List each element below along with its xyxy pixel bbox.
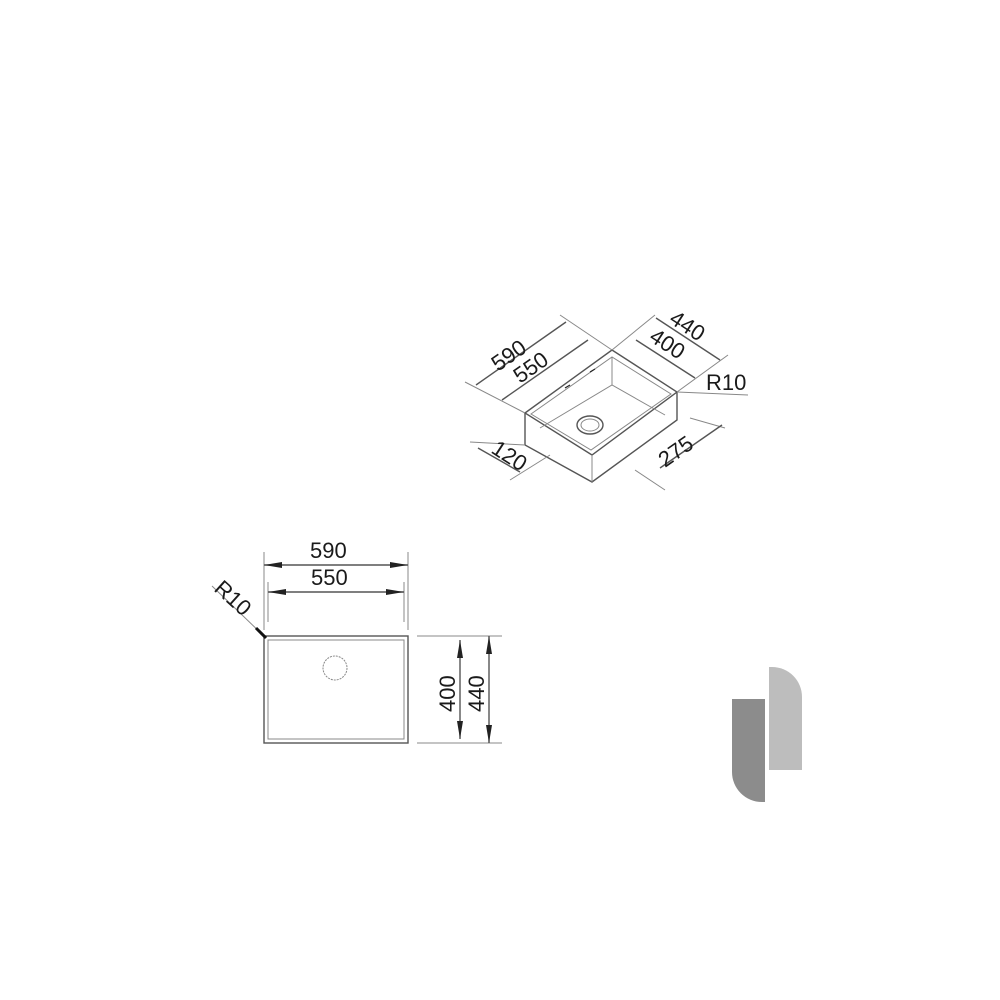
plan-sink-view: 590 550 R10 400 440 <box>210 538 502 744</box>
arrow-icon <box>264 562 282 568</box>
drain-inner <box>580 418 600 432</box>
plan-dim-r10: R10 <box>210 575 257 621</box>
extension-line <box>676 354 729 393</box>
iso-dim-r10: R10 <box>706 370 746 395</box>
plan-dim-550: 550 <box>311 565 348 590</box>
arrow-icon <box>457 640 463 658</box>
dim-line-440 <box>655 317 721 361</box>
extension-line <box>469 441 526 446</box>
plan-dim-440: 440 <box>464 675 489 712</box>
extension-line <box>611 314 656 351</box>
dim-line-550 <box>501 339 589 401</box>
sink-outer-outline <box>263 635 409 744</box>
plan-dim-400: 400 <box>435 675 460 712</box>
dim-line-275 <box>659 424 723 469</box>
arrow-icon <box>486 636 492 654</box>
sink-bottom-line <box>539 384 666 429</box>
sink-inner-outline <box>267 639 405 740</box>
logo-dark-shape <box>732 699 765 802</box>
arrow-icon <box>254 626 268 640</box>
isometric-sink-view: 590 550 440 400 R10 120 275 <box>464 305 749 491</box>
extension-line <box>464 381 526 414</box>
arrow-icon <box>386 589 404 595</box>
extension-line <box>509 454 551 481</box>
dim-line-590 <box>475 321 567 386</box>
iso-dim-275: 275 <box>654 431 698 473</box>
arrow-icon <box>268 589 286 595</box>
overflow-mark <box>564 384 571 389</box>
logo-light-shape <box>769 667 802 770</box>
sink-inner-rim <box>530 356 672 451</box>
drain-icon <box>576 415 604 435</box>
extension-line <box>559 314 613 351</box>
dim-line-120 <box>477 447 521 473</box>
drain-icon <box>322 655 348 681</box>
arrow-icon <box>457 721 463 739</box>
dim-line-400 <box>635 339 696 379</box>
arrow-icon <box>390 562 408 568</box>
r10-leader <box>676 391 749 396</box>
brand-logo <box>732 667 802 802</box>
arrow-icon <box>486 725 492 743</box>
plan-dim-590: 590 <box>310 538 347 563</box>
extension-line <box>634 469 666 491</box>
overflow-mark <box>589 368 596 373</box>
